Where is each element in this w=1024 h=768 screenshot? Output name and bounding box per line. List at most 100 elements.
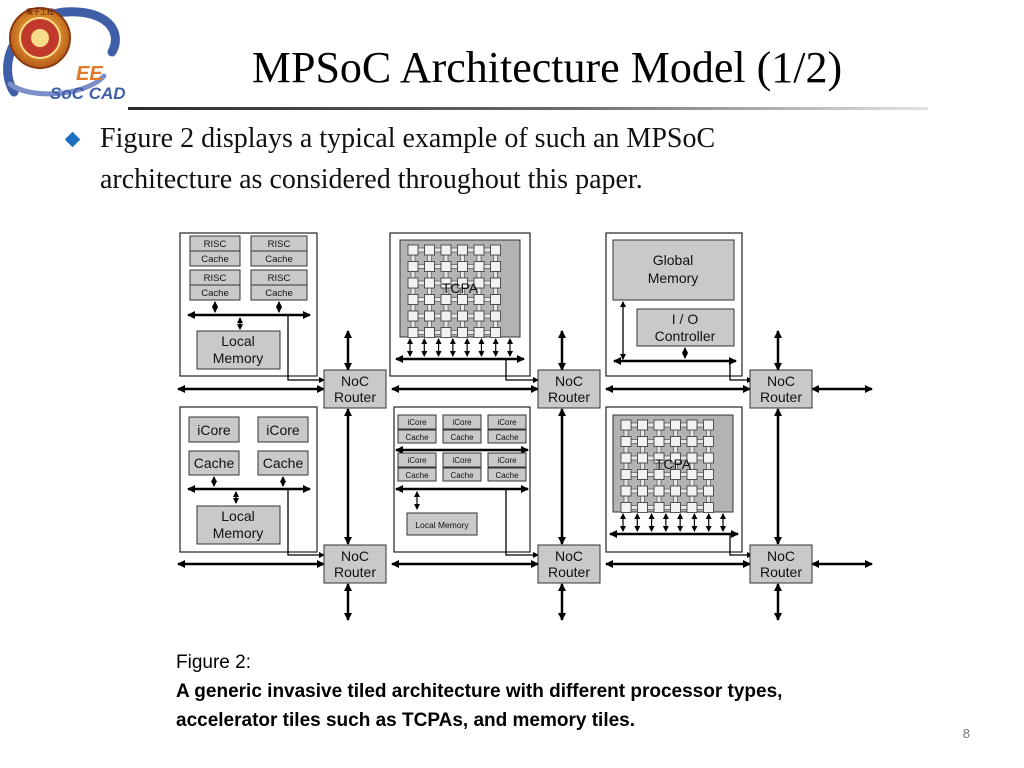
svg-text:Cache: Cache — [201, 254, 228, 265]
svg-text:Router: Router — [760, 389, 802, 405]
architecture-diagram-svg: RISC Cache RISC Cache RISC Cache RISC Ca… — [177, 232, 873, 621]
ee-soc-cad-emblem-icon: 電子工程 EE SoC CAD — [3, 7, 126, 103]
svg-text:RISC: RISC — [268, 239, 291, 250]
svg-text:iCore: iCore — [452, 456, 472, 465]
svg-text:Cache: Cache — [263, 455, 304, 471]
noc-router: NoC Router — [323, 369, 387, 409]
svg-text:Router: Router — [334, 564, 376, 580]
svg-text:Memory: Memory — [213, 525, 264, 541]
caption-line: accelerator tiles such as TCPAs, and mem… — [176, 710, 636, 731]
svg-text:iCore: iCore — [266, 422, 300, 438]
processing-element — [637, 419, 648, 431]
processing-element — [407, 294, 419, 305]
svg-text:iCore: iCore — [407, 418, 427, 427]
processing-element — [457, 327, 468, 338]
processing-element — [686, 469, 698, 480]
icore-unit: iCore Cache — [487, 414, 527, 444]
svg-text:Cache: Cache — [405, 471, 429, 480]
processing-element — [653, 469, 665, 480]
svg-text:iCore: iCore — [452, 418, 472, 427]
svg-text:RISC: RISC — [204, 273, 227, 284]
processing-element — [620, 502, 632, 513]
processing-element — [490, 244, 501, 256]
icore-unit: iCore Cache — [188, 416, 240, 476]
svg-text:Local: Local — [221, 508, 254, 524]
svg-text:NoC: NoC — [341, 373, 369, 389]
processing-element — [407, 327, 419, 338]
processing-element — [424, 244, 435, 256]
processing-element — [440, 277, 452, 289]
processing-element — [703, 419, 714, 431]
bullet-text: Figure 2 displays a typical example of s… — [100, 118, 900, 200]
processing-element — [457, 294, 468, 305]
diamond-bullet-icon — [64, 131, 81, 148]
processing-element — [703, 485, 714, 497]
processing-element — [490, 327, 501, 338]
risc-unit: RISC Cache — [189, 269, 241, 301]
processing-element — [620, 452, 632, 464]
tcpa-io-arrows — [620, 513, 726, 532]
processing-element — [473, 277, 485, 289]
processing-element — [490, 294, 501, 305]
processing-element — [490, 310, 501, 322]
svg-text:RISC: RISC — [204, 239, 227, 250]
processing-element — [637, 502, 648, 513]
processing-element — [440, 310, 452, 322]
processing-element — [703, 502, 714, 513]
tcpa-accelerator-tile-bottom: TCPA — [605, 406, 753, 558]
svg-text:Cache: Cache — [495, 471, 519, 480]
processing-element — [637, 452, 648, 464]
processing-element — [686, 502, 698, 513]
processing-element — [703, 436, 714, 447]
icore-unit: iCore Cache — [397, 414, 437, 444]
processing-element — [424, 261, 435, 272]
noc-router: NoC Router — [537, 544, 601, 584]
tcpa-accelerator-tile-top: TCPA — [389, 232, 539, 383]
processing-element — [473, 294, 485, 305]
processing-element — [637, 469, 648, 480]
bullet-line: architecture as considered throughout th… — [100, 164, 643, 195]
icore-unit: iCore Cache — [257, 416, 309, 476]
processing-element — [653, 436, 665, 447]
ee-soc-cad-logo: 電子工程 EE SoC CAD — [0, 0, 130, 105]
tcpa-label: TCPA — [442, 280, 479, 296]
tcpa-pe-grid — [620, 419, 714, 513]
processing-element — [703, 452, 714, 464]
processing-element — [424, 277, 435, 289]
svg-text:Router: Router — [334, 389, 376, 405]
svg-text:Cache: Cache — [405, 433, 429, 442]
risc-processor-tile: RISC Cache RISC Cache RISC Cache RISC Ca… — [179, 232, 325, 383]
bullet-line: Figure 2 displays a typical example of s… — [100, 123, 716, 154]
noc-router: NoC Router — [749, 544, 813, 584]
svg-text:Local: Local — [221, 333, 254, 349]
processing-element — [490, 261, 501, 272]
logo-ee-text: EE — [76, 63, 103, 85]
icore-processor-tile-middle: iCore Cache iCore Cache iCore Cache iCor… — [393, 406, 539, 558]
processing-element — [686, 419, 698, 431]
processing-element — [473, 327, 485, 338]
processing-element — [653, 485, 665, 497]
svg-text:電子工程: 電子工程 — [26, 7, 54, 16]
svg-text:Cache: Cache — [495, 433, 519, 442]
svg-text:RISC: RISC — [268, 273, 291, 284]
processing-element — [440, 244, 452, 256]
processing-element — [440, 327, 452, 338]
figure-caption: Figure 2: A generic invasive tiled archi… — [176, 648, 936, 735]
svg-text:Controller: Controller — [655, 328, 716, 344]
global-memory-tile: Global Memory I / O Controller — [605, 232, 753, 383]
processing-element — [407, 277, 419, 289]
svg-text:Router: Router — [548, 564, 590, 580]
local-memory-label: Local Memory — [415, 520, 469, 530]
processing-element — [473, 261, 485, 272]
processing-element — [473, 310, 485, 322]
tcpa-pe-grid — [407, 244, 501, 338]
processing-element — [407, 261, 419, 272]
icore-unit: iCore Cache — [442, 414, 482, 444]
processing-element — [424, 310, 435, 322]
processing-element — [670, 419, 681, 431]
svg-text:NoC: NoC — [555, 548, 583, 564]
risc-unit: RISC Cache — [189, 235, 241, 267]
processing-element — [653, 452, 665, 464]
processing-element — [424, 294, 435, 305]
processing-element — [637, 436, 648, 447]
